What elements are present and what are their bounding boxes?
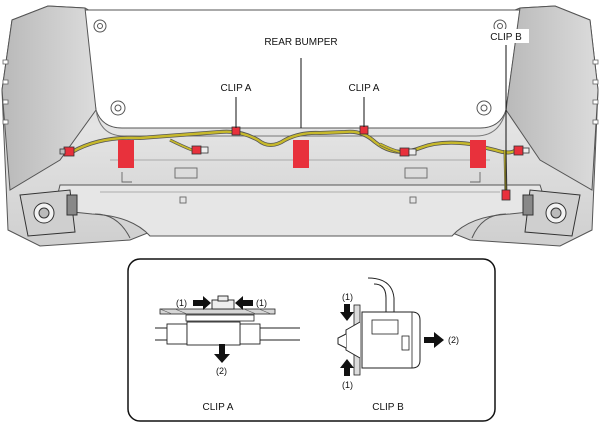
clip-a-detail bbox=[155, 295, 300, 363]
clip-a-step-1-left: (1) bbox=[176, 298, 187, 308]
wiring-harness bbox=[59, 125, 530, 201]
pull-right-arrow-icon bbox=[424, 332, 444, 348]
bumper-right-flank bbox=[505, 5, 599, 191]
right-lamp-housing bbox=[522, 189, 581, 237]
clip-a-right-label: CLIP A bbox=[349, 83, 380, 94]
clip-a-left-marker bbox=[231, 126, 241, 136]
clip-a-caption: CLIP A bbox=[203, 402, 234, 413]
rear-bumper bbox=[1, 5, 599, 247]
rear-bumper-label: REAR BUMPER bbox=[264, 37, 337, 48]
mounting-hole-icon bbox=[93, 19, 507, 116]
clip-a-right-marker bbox=[359, 125, 369, 135]
clip-b-label: CLIP B bbox=[490, 32, 522, 43]
press-down-arrow-icon bbox=[340, 304, 354, 321]
squeeze-right-arrow-icon bbox=[193, 296, 211, 310]
bumper-left-flank bbox=[1, 5, 97, 191]
pull-down-arrow-icon bbox=[214, 344, 230, 363]
clip-a-left-label: CLIP A bbox=[221, 83, 252, 94]
red-highlight-blocks bbox=[118, 140, 486, 168]
clip-b-detail bbox=[337, 277, 444, 376]
left-lamp-housing bbox=[19, 189, 78, 237]
clip-b-step-1-top: (1) bbox=[342, 292, 353, 302]
harness-connector-icon bbox=[59, 145, 530, 201]
clip-a-step-2: (2) bbox=[216, 366, 227, 376]
clip-b-caption: CLIP B bbox=[372, 402, 404, 413]
callouts bbox=[235, 45, 507, 190]
press-up-arrow-icon bbox=[340, 359, 354, 376]
clip-b-step-2: (2) bbox=[448, 335, 459, 345]
bumper-license-recess bbox=[79, 9, 521, 129]
clip-a-step-1-right: (1) bbox=[256, 298, 267, 308]
squeeze-left-arrow-icon bbox=[235, 296, 253, 310]
clip-b-step-1-bottom: (1) bbox=[342, 380, 353, 390]
